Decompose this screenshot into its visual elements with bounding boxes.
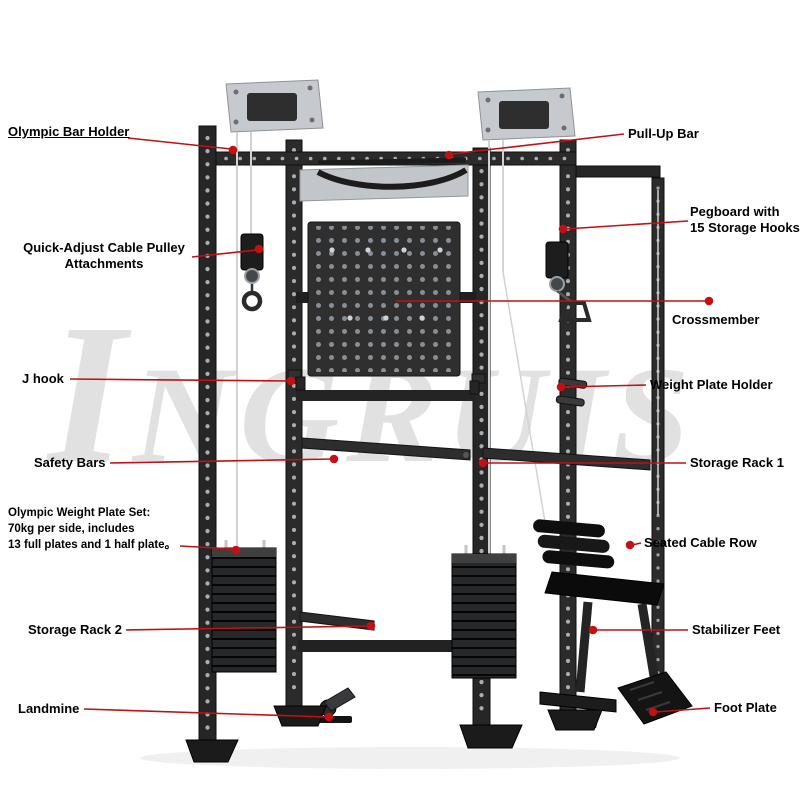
frame-uprights (198, 125, 665, 741)
label-text: 13 full plates and 1 half plate。 (8, 539, 177, 551)
label-text: Weight Plate Holder (650, 377, 773, 392)
label-text: Storage Rack 1 (690, 455, 784, 470)
label-storage-rack-2: Storage Rack 2 (28, 622, 122, 638)
weight-stack-right (451, 545, 517, 679)
label-landmine: Landmine (18, 701, 79, 717)
label-seated-cable-row: Seated Cable Row (644, 535, 757, 551)
label-text: Attachments (64, 256, 144, 271)
label-text: Storage Rack 2 (28, 622, 122, 637)
ground-shadow (140, 747, 680, 769)
label-olympic-bar-holder: Olympic Bar Holder (8, 124, 129, 140)
label-quick-adjust-pulley: Quick-Adjust Cable Pulley Attachments (16, 240, 192, 272)
foot-plate-part (617, 671, 693, 725)
label-plate-set: Olympic Weight Plate Set: 70kg per side,… (8, 505, 176, 553)
pulley-carriage-left (240, 233, 264, 312)
label-stabilizer-feet: Stabilizer Feet (692, 622, 780, 638)
label-pull-up-bar: Pull-Up Bar (628, 126, 699, 142)
label-crossmember: Crossmember (672, 312, 759, 328)
weight-horn-right (477, 87, 576, 141)
weight-stack-left (211, 540, 277, 673)
label-text: Landmine (18, 701, 80, 716)
label-text: 70kg per side, includes (8, 523, 135, 535)
pegboard-part (307, 221, 461, 377)
label-j-hook: J hook (22, 371, 64, 387)
label-text: Olympic Weight Plate Set: (8, 507, 151, 519)
label-storage-rack-1: Storage Rack 1 (690, 455, 784, 471)
top-assembly (215, 79, 661, 202)
label-safety-bars: Safety Bars (34, 455, 106, 471)
label-text: Foot Plate (714, 700, 777, 715)
label-text: Pull-Up Bar (628, 126, 699, 141)
pulley-carriage-right (545, 241, 592, 322)
olympic-bar-holder-part (225, 79, 324, 133)
label-text: Seated Cable Row (644, 535, 757, 550)
label-text: J hook (22, 371, 64, 386)
cables-and-pulleys (236, 132, 659, 556)
label-text: Crossmember (672, 312, 760, 327)
label-text: 15 Storage Hooks (690, 220, 800, 235)
j-hooks (287, 369, 486, 395)
label-text: Pegboard with (690, 204, 780, 219)
label-text: Olympic Bar Holder (8, 124, 130, 139)
label-weight-plate-holder: Weight Plate Holder (650, 377, 773, 393)
label-text: Safety Bars (34, 455, 106, 470)
label-text: Stabilizer Feet (692, 622, 781, 637)
label-foot-plate: Foot Plate (714, 700, 777, 716)
storage-arms (299, 437, 651, 631)
label-text: Quick-Adjust Cable Pulley (23, 240, 185, 255)
pull-up-bar-part (316, 157, 468, 190)
label-pegboard: Pegboard with 15 Storage Hooks (690, 204, 800, 236)
